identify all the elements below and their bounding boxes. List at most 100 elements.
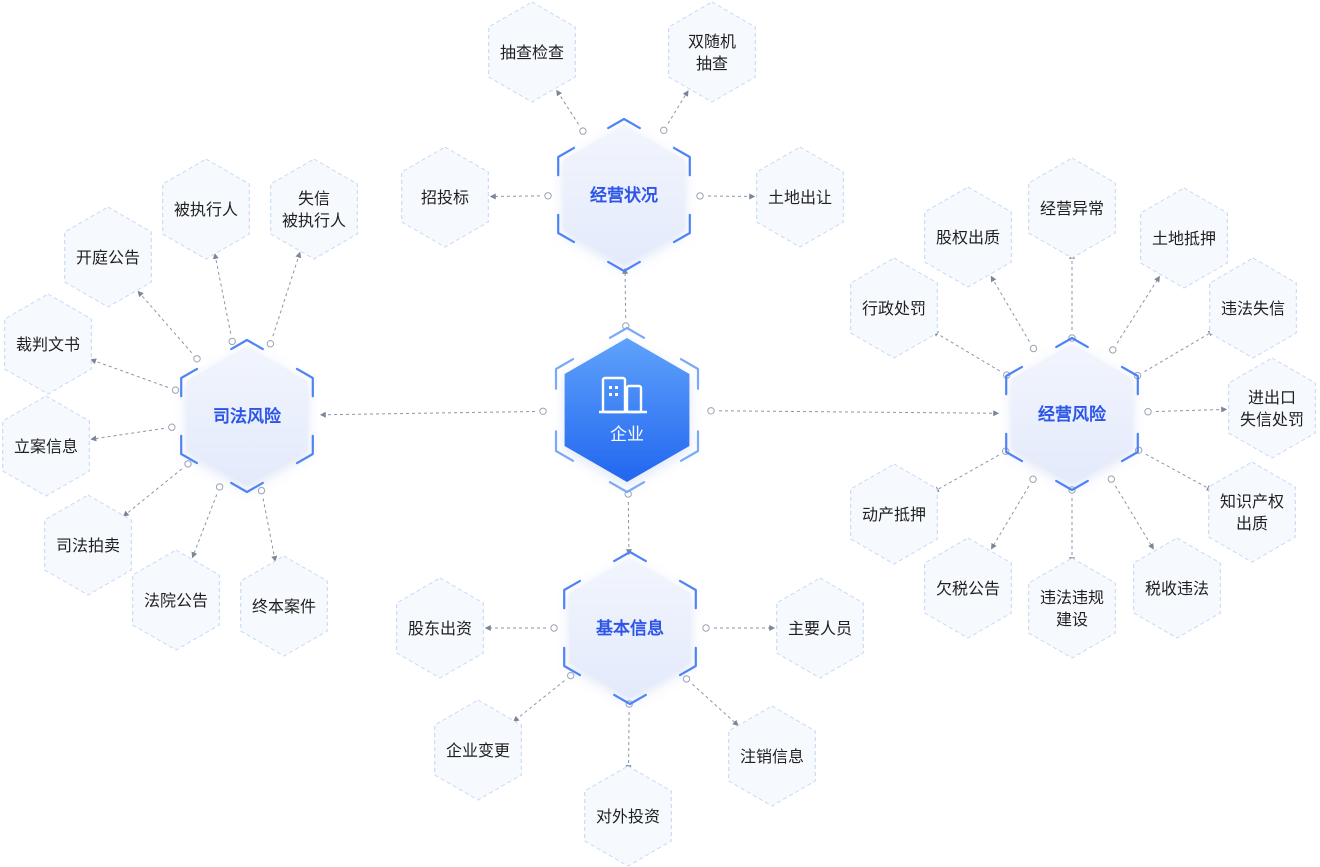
- leaf-label: 动产抵押: [862, 506, 926, 524]
- connector-basic-info-leaf-1: [702, 624, 776, 632]
- connector-dot: [1107, 475, 1116, 483]
- leaf-node[interactable]: 主要人员: [776, 577, 864, 679]
- connector-line: [990, 485, 1030, 550]
- hub-business-status[interactable]: 经营状况: [557, 117, 691, 273]
- leaf-node[interactable]: 失信被执行人: [270, 158, 358, 260]
- leaf-label: 土地出让: [768, 189, 832, 207]
- leaf-node[interactable]: 经营异常: [1028, 157, 1116, 259]
- connectors: [90, 89, 1228, 772]
- leaf-node[interactable]: 进出口失信处罚: [1228, 357, 1316, 459]
- leaf-node[interactable]: 终本案件: [240, 555, 328, 657]
- leaf-label: 终本案件: [252, 598, 316, 616]
- connector-business-status-leaf-1: [660, 90, 689, 135]
- leaf-label: 主要人员: [788, 620, 852, 638]
- connector-dot: [228, 337, 236, 346]
- leaf-node[interactable]: 对外投资: [584, 765, 672, 867]
- connector-line: [667, 90, 689, 124]
- hub-basic-info[interactable]: 基本信息: [563, 550, 697, 706]
- connector-judicial-risk-leaf-1: [212, 252, 236, 346]
- connector-core-to-business-status: [622, 267, 630, 330]
- leaf-node[interactable]: 土地出让: [756, 146, 844, 248]
- connector-dot: [550, 624, 558, 632]
- leaf-node[interactable]: 违法违规建设: [1028, 557, 1116, 659]
- leaf-node[interactable]: 行政处罚: [850, 257, 938, 359]
- connector-operating-risk-leaf-4: [1133, 330, 1215, 380]
- leaf-node[interactable]: 法院公告: [132, 549, 220, 651]
- leaf-label: 违法违规建设: [1040, 589, 1104, 629]
- leaf-hexagon: [132, 549, 220, 651]
- connector-dot: [184, 460, 192, 468]
- leaf-hexagon: [924, 537, 1012, 639]
- hub-label: 基本信息: [595, 618, 664, 638]
- connector-line: [990, 275, 1030, 342]
- leaf-node[interactable]: 裁判文书: [4, 293, 92, 395]
- leaf-node[interactable]: 双随机抽查: [668, 1, 756, 103]
- connector-operating-risk-leaf-8: [990, 475, 1037, 550]
- leaf-node[interactable]: 知识产权出质: [1208, 461, 1296, 563]
- connector-basic-info-leaf-4: [625, 700, 633, 772]
- leaf-label: 股权出质: [936, 229, 1000, 247]
- connector-operating-risk-leaf-1: [1068, 252, 1076, 342]
- building-icon: [599, 376, 647, 414]
- hub-brackets: [1005, 336, 1139, 492]
- connector-line: [1155, 406, 1228, 413]
- leaf-node[interactable]: 股权出质: [924, 186, 1012, 288]
- leaf-hexagon: [776, 577, 864, 679]
- connector-basic-info-leaf-2: [512, 671, 575, 722]
- leaf-hexagon: [396, 577, 484, 679]
- leaf-node[interactable]: 立案信息: [2, 395, 90, 497]
- connector-dot: [1029, 344, 1038, 353]
- connector-line: [137, 290, 193, 354]
- hub-brackets: [563, 550, 697, 706]
- leaf-hexagon: [270, 158, 358, 260]
- leaf-label: 司法拍卖: [56, 537, 120, 555]
- leaf-label: 被执行人: [174, 201, 238, 219]
- connector-operating-risk-leaf-3: [932, 330, 1011, 379]
- leaf-hexagon: [2, 395, 90, 497]
- connector-basic-info-leaf-3: [682, 675, 739, 727]
- leaf-node[interactable]: 动产抵押: [850, 463, 938, 565]
- leaf-hexagon: [850, 257, 938, 359]
- leaf-node[interactable]: 土地抵押: [1140, 187, 1228, 289]
- leaf-node[interactable]: 注销信息: [728, 705, 816, 807]
- leaf-node[interactable]: 违法失信: [1209, 257, 1297, 359]
- connector-core-to-judicial-risk: [319, 407, 547, 418]
- hub-operating-risk[interactable]: 经营风险: [1005, 336, 1139, 492]
- leaf-label: 立案信息: [14, 438, 78, 456]
- core-brackets: [554, 326, 700, 494]
- connector-dot: [702, 624, 710, 632]
- leaf-node[interactable]: 股东出资: [396, 577, 484, 679]
- hub-brackets: [557, 117, 691, 273]
- leaf-hexagon: [1208, 461, 1296, 563]
- connector-judicial-risk-leaf-0: [137, 290, 201, 363]
- connector-dot: [567, 671, 575, 680]
- leaf-label: 开庭公告: [76, 249, 140, 267]
- leaf-node[interactable]: 开庭公告: [64, 206, 152, 308]
- leaf-node[interactable]: 抽查检查: [488, 1, 576, 103]
- core-node-enterprise[interactable]: 企业: [554, 326, 700, 494]
- leaf-node[interactable]: 企业变更: [434, 699, 522, 801]
- connector-judicial-risk-leaf-2: [266, 251, 302, 348]
- hub-judicial-risk[interactable]: 司法风险: [180, 338, 314, 494]
- hub-hexagon: [569, 558, 691, 698]
- connector-dot: [579, 127, 587, 135]
- leaf-hexagon: [668, 1, 756, 103]
- leaf-hexagon: [4, 293, 92, 395]
- leaf-node[interactable]: 税收违法: [1133, 537, 1221, 639]
- leaf-node[interactable]: 司法拍卖: [44, 494, 132, 596]
- leaf-label: 企业变更: [446, 742, 510, 760]
- leaf-hexagon: [756, 146, 844, 248]
- hub-label: 经营状况: [590, 185, 658, 205]
- leaf-node[interactable]: 招投标: [401, 146, 489, 248]
- leaf-node[interactable]: 被执行人: [162, 158, 250, 260]
- connector-dot: [682, 675, 691, 683]
- leaf-hexagon: [584, 765, 672, 867]
- connector-dot: [215, 483, 224, 491]
- leaf-hexagon: [1028, 557, 1116, 659]
- leaf-node[interactable]: 欠税公告: [924, 537, 1012, 639]
- connector-line: [191, 494, 218, 559]
- connector-dot: [696, 192, 704, 200]
- leaf-hexagon: [434, 699, 522, 801]
- core-label: 企业: [610, 425, 644, 444]
- connector-dot: [171, 386, 180, 394]
